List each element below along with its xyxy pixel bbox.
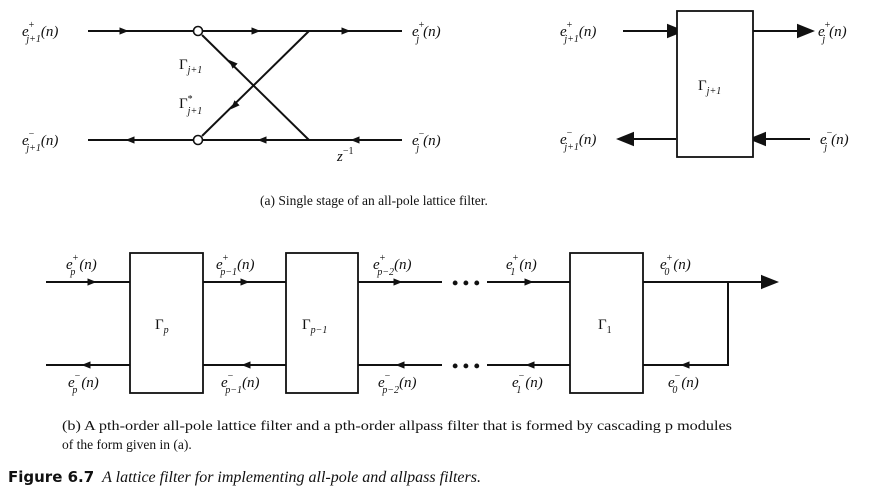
single-stage-block: Γj+1 e+j+1(n) e+j(n) e−j+1(n) e−j(n): [560, 10, 849, 158]
block-label-e-plus-j1: e+j+1(n): [560, 20, 596, 45]
label-e-minus-p: e−p(n): [68, 371, 99, 396]
figure-caption: Figure 6.7 A lattice filter for implement…: [8, 468, 481, 486]
backward-coefficient-branch: [201, 30, 310, 137]
forward-coefficient-branch: [201, 34, 310, 141]
block-gamma-1: [569, 252, 644, 394]
label-e-plus-1: e+1(n): [506, 253, 537, 278]
label-e-plus-p: e+p(n): [66, 253, 97, 278]
label-e-minus-0: e−0(n): [668, 371, 699, 396]
block-gamma-1-label: Γ1: [598, 317, 612, 336]
figure-title: A lattice filter for implementing all-po…: [101, 469, 481, 486]
gamma-block: [676, 10, 754, 158]
arrow-down-left-icon: [230, 100, 240, 110]
label-e-minus-p-minus-2: e−p−2(n): [378, 371, 417, 396]
caption-part-b-line2: of the form given in (a).: [62, 437, 192, 452]
summing-node-bottom: [192, 134, 204, 146]
label-e-plus-j: e+j(n): [412, 20, 441, 45]
single-stage-flow-graph: e+j+1(n) e+j(n) e−j+1(n) e−j(n) Γj+1 Γ*j…: [22, 20, 441, 165]
label-e-minus-p-minus-1: e−p−1(n): [221, 371, 260, 396]
caption-part-b-line1: (b) A pth-order all-pole lattice filter …: [62, 418, 732, 433]
label-e-plus-p-minus-2: e+p−2(n): [373, 253, 412, 278]
label-delay: z−1: [336, 146, 353, 165]
ellipsis-bottom: • • •: [452, 356, 480, 376]
block-label-e-minus-j1: e−j+1(n): [560, 128, 596, 153]
ellipsis-top: • • •: [452, 273, 480, 293]
caption-part-a: (a) Single stage of an all-pole lattice …: [260, 193, 488, 208]
label-e-minus-j: e−j(n): [412, 129, 441, 154]
block-label-e-plus-j: e+j(n): [818, 20, 847, 45]
block-gamma-p-label: Γp: [155, 317, 169, 336]
figure-number: Figure 6.7: [8, 468, 94, 486]
label-e-plus-p-minus-1: e+p−1(n): [216, 253, 255, 278]
block-label-e-minus-j: e−j(n): [820, 128, 849, 153]
label-gamma-backward: Γ*j+1: [179, 94, 202, 117]
block-gamma-p: [129, 252, 204, 394]
block-gamma-p-minus-1-label: Γp−1: [302, 317, 327, 336]
label-e-minus-j1: e−j+1(n): [22, 129, 58, 154]
label-e-plus-0: e+0(n): [660, 253, 691, 278]
arrow-up-left-icon: [228, 59, 238, 69]
label-e-plus-j1: e+j+1(n): [22, 20, 58, 45]
label-e-minus-1: e−1(n): [512, 371, 543, 396]
summing-node-top: [192, 25, 204, 37]
label-gamma-forward: Γj+1: [179, 57, 202, 76]
block-label: Γj+1: [698, 78, 721, 97]
block-gamma-p-minus-1: [285, 252, 359, 394]
cascade-diagram: • • • • • • Γp Γp−1 Γ1 e+p(n) e+p−1(n) e…: [46, 252, 779, 396]
